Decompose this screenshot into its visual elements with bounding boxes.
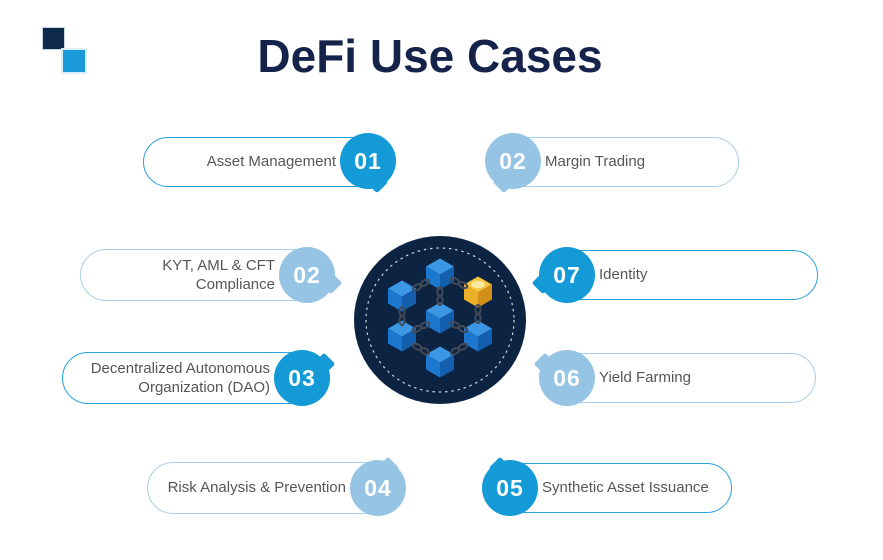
number-badge: 07 bbox=[531, 247, 595, 303]
number-badge: 02 bbox=[279, 247, 343, 303]
badge-tail bbox=[312, 352, 336, 376]
logo-dark-square-icon bbox=[43, 28, 64, 49]
badge-tail bbox=[319, 271, 343, 295]
pill-label: Yield Farming bbox=[599, 369, 691, 387]
dashed-ring bbox=[365, 247, 515, 393]
pill-dao: Decentralized Autonomous Organization (D… bbox=[62, 350, 336, 414]
pill-margin-trading: Margin Trading 02 bbox=[485, 133, 740, 197]
number-badge: 05 bbox=[482, 456, 538, 516]
blockchain-network-illustration bbox=[354, 236, 526, 404]
gold-cube-icon bbox=[464, 276, 492, 308]
logo-light-square-icon bbox=[63, 50, 85, 72]
pill-identity: Identity 07 bbox=[531, 247, 819, 311]
pill-label: Asset Management bbox=[206, 153, 336, 171]
pill-label: Identity bbox=[599, 266, 648, 284]
badge-tail bbox=[531, 271, 555, 295]
cube-icon bbox=[388, 320, 416, 352]
cube-icon bbox=[388, 280, 416, 312]
number-badge: 01 bbox=[340, 133, 396, 194]
number-badge: 03 bbox=[274, 350, 336, 406]
page-title: DeFi Use Cases bbox=[257, 30, 603, 82]
cube-icon bbox=[426, 302, 454, 334]
pill-label: Synthetic Asset Issuance bbox=[542, 479, 709, 497]
pill-yield-farming: Yield Farming 06 bbox=[533, 350, 817, 414]
pill-label: KYT, AML & CFT Compliance bbox=[162, 256, 275, 293]
cube-icon bbox=[464, 320, 492, 352]
pill-label: Risk Analysis & Prevention bbox=[167, 479, 346, 497]
pill-label: Margin Trading bbox=[545, 153, 646, 171]
pill-label: Decentralized Autonomous Organization (D… bbox=[90, 359, 270, 396]
pill-kyt-aml-cft-compliance: KYT, AML & CFT Compliance 02 bbox=[80, 247, 343, 311]
number-badge: 04 bbox=[350, 456, 406, 516]
number-badge: 06 bbox=[533, 350, 595, 406]
pill-asset-management: Asset Management 01 bbox=[143, 133, 397, 197]
cube-icon bbox=[426, 346, 454, 378]
number-badge: 02 bbox=[485, 133, 541, 194]
cube-icon bbox=[426, 258, 454, 290]
pill-risk-analysis-prevention: Risk Analysis & Prevention 04 bbox=[147, 456, 407, 524]
chain-link-icon bbox=[398, 276, 482, 356]
pill-synthetic-asset-issuance: Synthetic Asset Issuance 05 bbox=[482, 456, 733, 524]
